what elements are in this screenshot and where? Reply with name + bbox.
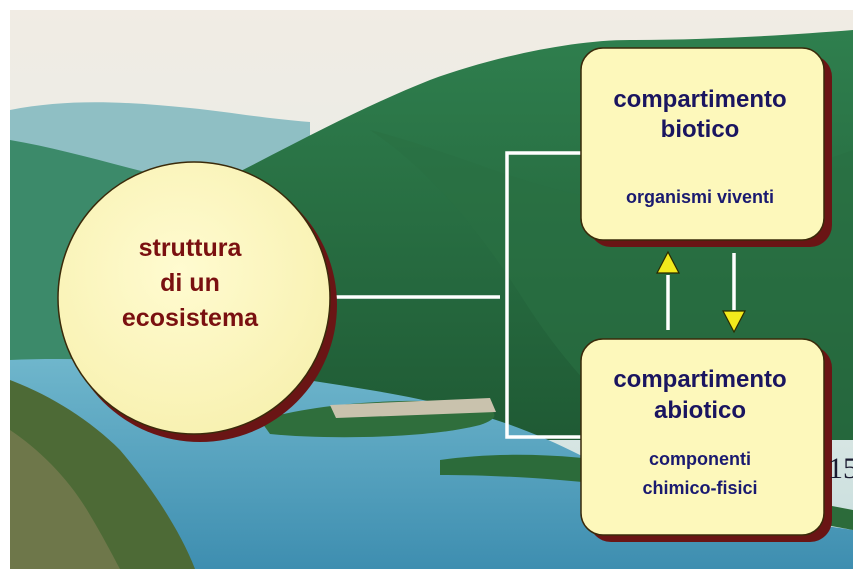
dam	[330, 398, 496, 418]
center-node-line-3: ecosistema	[122, 304, 259, 332]
abiotic-box	[580, 338, 825, 536]
biotic-title-line-1: compartimento	[613, 86, 786, 113]
ecosystem-diagram: struttura di un ecosistema compartimento…	[10, 10, 853, 569]
arrow-down-head	[722, 310, 746, 334]
abiotic-subtitle-line-1: componenti	[649, 449, 751, 469]
abiotic-title-line-1: compartimento	[613, 366, 786, 393]
abiotic-title-line-2: abiotico	[654, 397, 746, 424]
biotic-box	[580, 47, 825, 241]
biotic-subtitle: organismi viventi	[626, 187, 774, 207]
abiotic-compartment-node: compartimento abiotico componenti chimic…	[580, 338, 832, 542]
exchange-arrows	[656, 250, 746, 334]
foreground-rock-highlight	[10, 430, 120, 569]
center-node-circle	[57, 161, 331, 435]
ecosystem-structure-node: struttura di un ecosistema	[57, 161, 337, 442]
center-node-line-2: di un	[160, 269, 220, 297]
abiotic-subtitle-line-2: chimico-fisici	[642, 478, 757, 498]
biotic-title-line-2: biotico	[661, 116, 740, 143]
biotic-compartment-node: compartimento biotico organismi viventi	[580, 47, 832, 247]
arrow-up-head	[656, 250, 680, 274]
connectors	[336, 151, 583, 439]
edge-text-fragment: 15	[828, 452, 853, 485]
right-shore	[440, 454, 853, 530]
connector-bracket	[505, 151, 583, 439]
center-node-line-1: struttura	[139, 234, 243, 262]
